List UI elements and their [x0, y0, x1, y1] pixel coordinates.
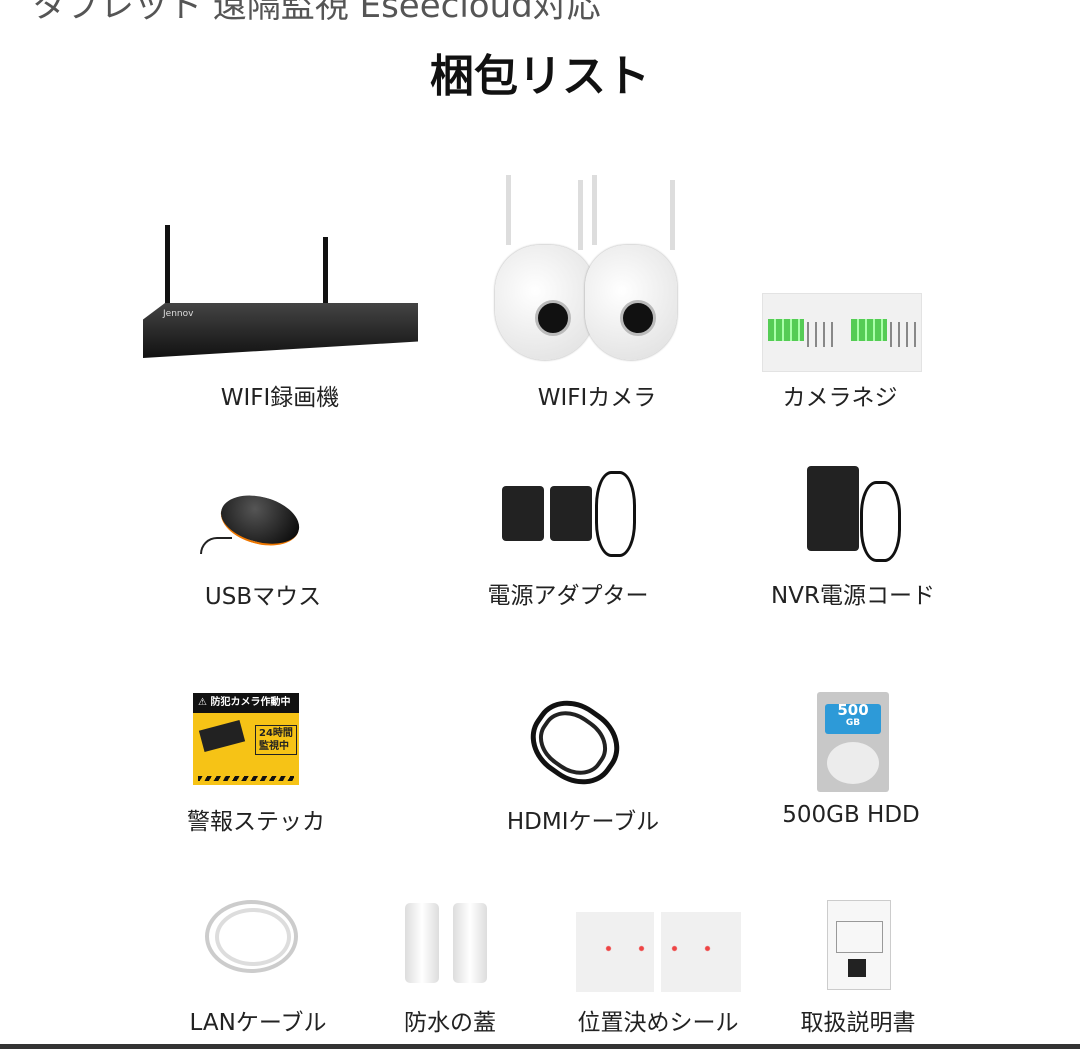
hdmi-cable-icon	[510, 685, 634, 800]
mouse-icon	[200, 487, 310, 557]
wifi-camera-icon	[480, 175, 680, 365]
positioning-sticker-icon	[576, 912, 742, 992]
nvr-power-cord-icon	[805, 466, 901, 566]
manual-icon	[827, 900, 891, 990]
item-label: 取扱説明書	[800, 1010, 916, 1036]
item-label: カメラネジ	[782, 385, 898, 411]
item-label: HDMIケーブル	[506, 809, 660, 835]
brand-logo: Jennov	[163, 309, 194, 319]
page-title: 梱包リスト	[430, 51, 650, 102]
nvr-recorder-icon: Jennov	[143, 225, 418, 365]
item-label: 警報ステッカ	[187, 809, 325, 835]
item-label: 500GB HDD	[782, 802, 920, 828]
item-label: WIFIカメラ	[537, 385, 657, 411]
item-label: 防水の蓋	[404, 1010, 496, 1036]
warning-sticker-icon: ⚠ 防犯カメラ作動中 24時間監視中	[193, 693, 299, 785]
item-label: LANケーブル	[189, 1010, 327, 1036]
item-label: USBマウス	[204, 584, 322, 610]
bottom-divider	[0, 1044, 1080, 1049]
item-label: NVR電源コード	[771, 583, 935, 609]
item-label: 位置決めシール	[577, 1010, 739, 1036]
lan-cable-icon	[200, 895, 300, 985]
screws-icon	[762, 293, 922, 372]
item-label: WIFI録画機	[220, 385, 340, 411]
waterproof-caps-icon	[403, 903, 493, 985]
item-label: 電源アダプター	[487, 583, 649, 609]
header-text: タブレット 遠隔監視 Eseecloud対応	[32, 0, 601, 26]
power-adapter-icon	[500, 466, 640, 566]
